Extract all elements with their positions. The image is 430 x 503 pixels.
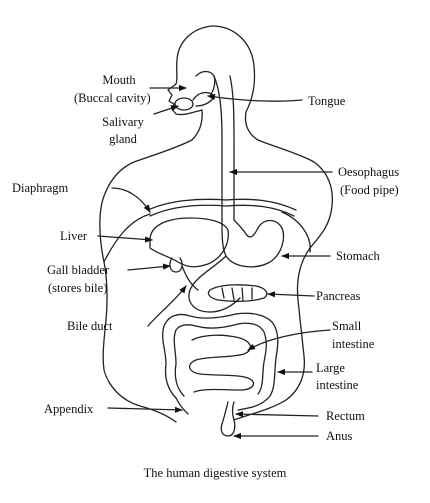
pointer-bile-duct — [147, 285, 187, 327]
pointer-rectum — [235, 411, 319, 418]
body-outline-right — [211, 25, 334, 421]
pointer-salivary — [153, 105, 179, 115]
label-large-intestine: intestine — [316, 378, 359, 392]
appendix-shape — [175, 397, 189, 415]
label-stomach: Stomach — [336, 249, 380, 263]
label-stores-bile: (stores bile) — [48, 281, 108, 295]
label-pancreas: Pancreas — [316, 289, 361, 303]
salivary-gland-shape — [174, 97, 194, 111]
label-small: Small — [332, 319, 362, 333]
large-intestine-inner — [173, 322, 267, 397]
label-small-intestine: intestine — [332, 337, 375, 351]
duodenum-shape — [188, 255, 241, 313]
pointer-liver — [97, 235, 153, 243]
gall-bladder-shape — [169, 257, 183, 273]
large-intestine-shape — [161, 312, 279, 411]
pointer-diaphragm — [111, 187, 151, 213]
label-buccal-cavity: (Buccal cavity) — [74, 91, 151, 105]
diaphragm-shape — [147, 198, 297, 211]
diaphragm-shape-2 — [149, 204, 295, 217]
pointer-appendix — [107, 406, 183, 413]
oesophagus-tube — [213, 75, 235, 221]
label-bile-duct: Bile duct — [67, 319, 113, 333]
pointer-pancreas — [267, 291, 315, 298]
pointer-tongue — [207, 93, 303, 102]
label-rectum: Rectum — [326, 409, 365, 423]
pancreas-shape — [207, 284, 268, 302]
pancreas-detail — [221, 287, 253, 301]
label-food-pipe: (Food pipe) — [340, 183, 399, 197]
pointer-gall-bladder — [127, 263, 171, 271]
label-oesophagus: Oesophagus — [338, 165, 400, 179]
torso-line — [103, 211, 311, 263]
stomach-shape — [221, 219, 285, 268]
label-anus: Anus — [326, 429, 353, 443]
liver-shape — [149, 217, 229, 268]
label-liver: Liver — [60, 229, 88, 243]
rectum-shape — [220, 401, 236, 437]
pointer-small-intestine — [247, 329, 331, 351]
label-mouth: Mouth — [102, 73, 136, 87]
figure-caption: The human digestive system — [143, 466, 287, 480]
label-salivary: Salivary — [102, 115, 144, 129]
label-diaphragm: Diaphragm — [12, 181, 69, 195]
label-gland: gland — [109, 132, 137, 146]
bile-duct-shape — [181, 265, 199, 291]
small-intestine-shape — [189, 334, 255, 393]
label-large: Large — [316, 361, 345, 375]
label-appendix: Appendix — [44, 402, 94, 416]
label-tongue: Tongue — [308, 94, 346, 108]
body-outline — [99, 25, 213, 423]
label-gall-bladder: Gall bladder — [47, 263, 110, 277]
